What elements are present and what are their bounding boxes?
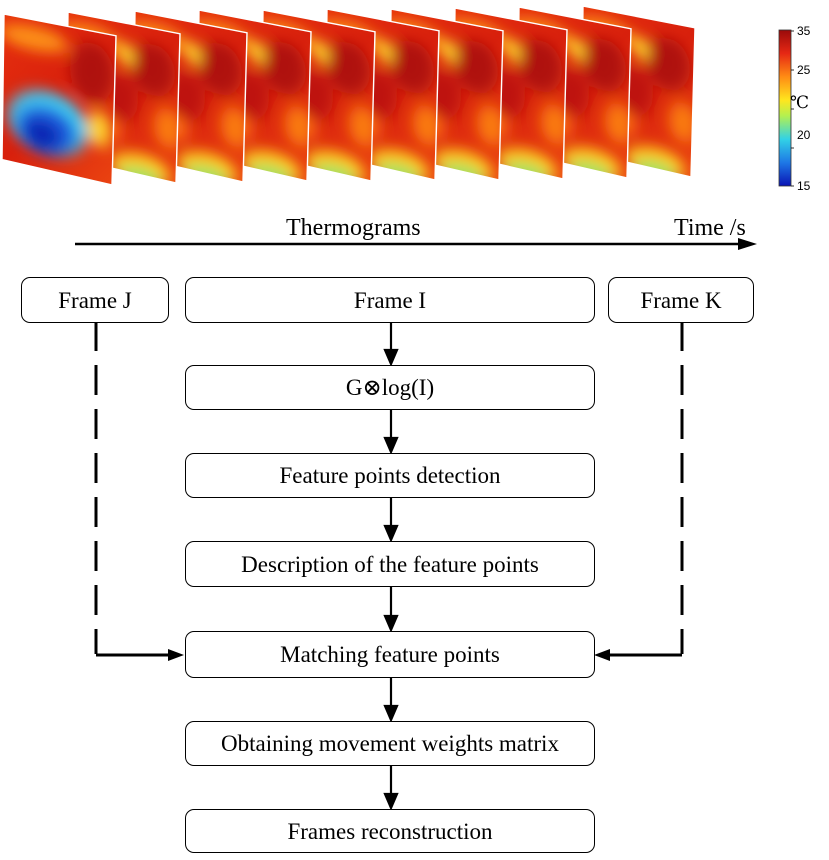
time-axis-label: Time /s <box>674 215 746 241</box>
flow-arrows <box>383 321 399 811</box>
step-movement-weights: Obtaining movement weights matrix <box>185 721 595 766</box>
step-feature-description: Description of the feature points <box>185 541 595 587</box>
frame-k-box: Frame K <box>608 277 754 323</box>
thermogram-frame-front <box>1 11 117 186</box>
frame-i-box: Frame I <box>185 277 595 323</box>
thermograms-caption: Thermograms <box>286 215 421 241</box>
colorbar-tick: 15 <box>797 179 811 193</box>
frame-j-box: Frame J <box>21 277 169 323</box>
colorbar <box>779 30 791 186</box>
colorbar-tick: 25 <box>797 63 811 77</box>
step-log-filter: G⊗log(I) <box>185 365 595 410</box>
colorbar-tick: 20 <box>797 128 811 142</box>
dashed-connectors <box>94 321 684 657</box>
colorbar-tick: 35 <box>797 24 811 38</box>
step-frames-reconstruction: Frames reconstruction <box>185 809 595 853</box>
step-feature-detection: Feature points detection <box>185 453 595 498</box>
step-feature-matching: Matching feature points <box>185 631 595 678</box>
colorbar-unit: ℃ <box>790 93 810 112</box>
